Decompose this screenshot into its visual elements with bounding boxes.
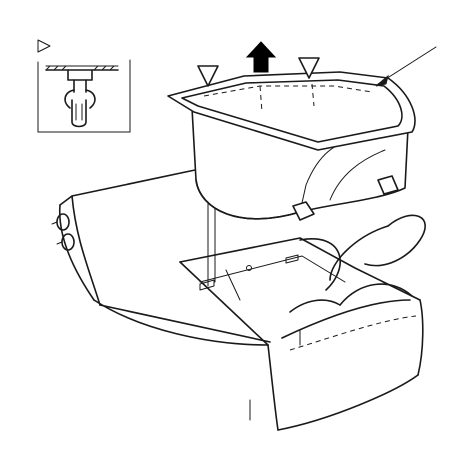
side-bolt (51, 213, 70, 231)
console-box (167, 71, 416, 221)
clip-triangle-icon (298, 57, 320, 79)
inset-triangle-icon (37, 39, 51, 53)
clip-detail-inset (37, 39, 131, 133)
retaining-tab (292, 201, 315, 221)
side-bolt (56, 233, 75, 251)
leader-line-arrow-icon (375, 46, 437, 87)
console-base (51, 169, 426, 431)
clip-triangle-icon (197, 65, 219, 87)
lift-up-arrow-icon (245, 41, 277, 73)
retaining-tab (377, 175, 399, 195)
